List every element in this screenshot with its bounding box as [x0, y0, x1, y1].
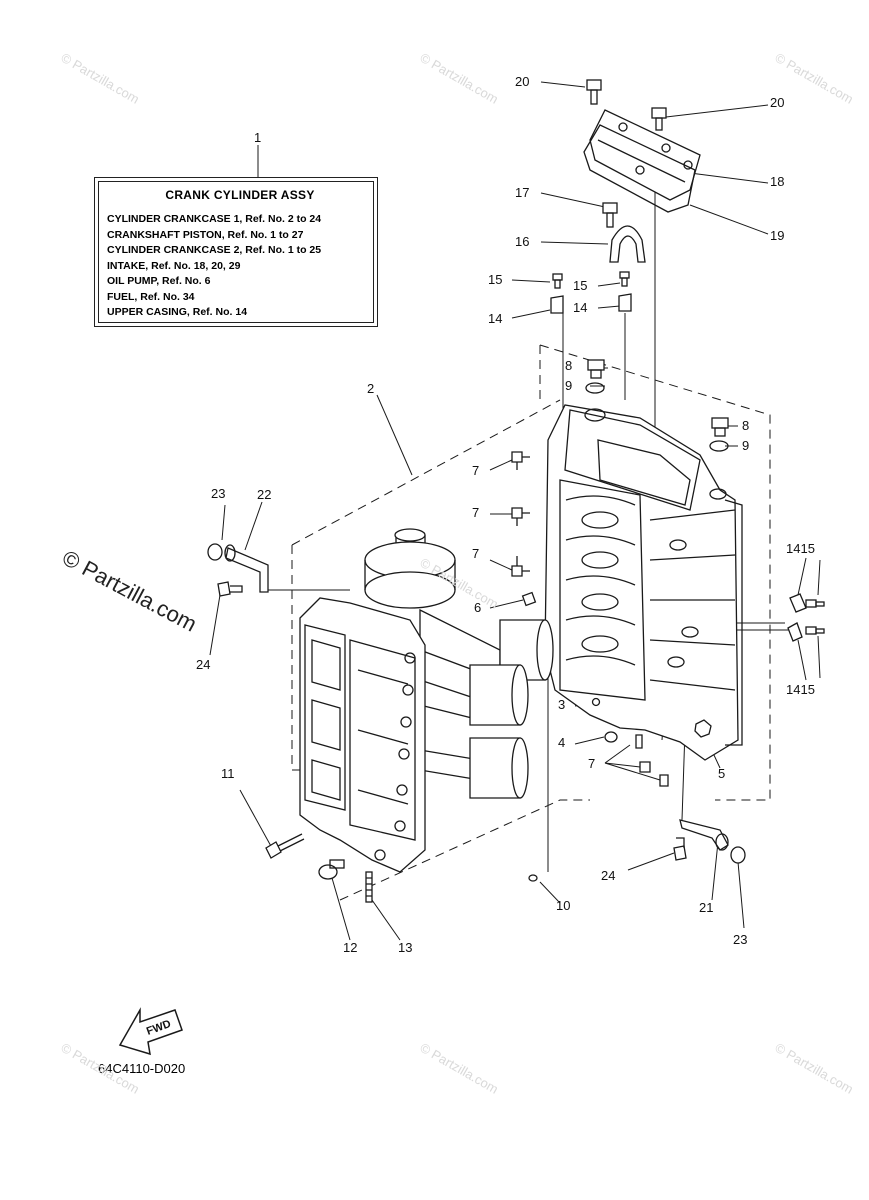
dowel-3	[591, 697, 601, 707]
clip-1415-lower	[787, 622, 825, 642]
clip-14-right	[618, 293, 632, 312]
callout-24: 24	[196, 657, 211, 672]
fwd-arrow-icon: FWD	[118, 1007, 183, 1056]
callout-14: 14	[573, 300, 588, 315]
callout-21: 21	[699, 900, 714, 915]
crankcase-block	[544, 404, 743, 761]
screw-15-left	[552, 273, 563, 289]
cap-23-left	[207, 543, 223, 561]
clip-1415-upper	[789, 593, 825, 613]
info-line: CRANKSHAFT PISTON, Ref. No. 1 to 27	[107, 228, 304, 241]
callout-14: 14	[488, 311, 503, 326]
cap-23-right	[730, 846, 746, 864]
callout-10: 10	[556, 898, 571, 913]
callout-7: 7	[588, 756, 596, 771]
info-line: FUEL, Ref. No. 34	[107, 290, 195, 303]
callout-2: 2	[367, 381, 375, 396]
plug-12	[318, 859, 345, 880]
info-box-title: CRANK CYLINDER ASSY	[165, 188, 315, 202]
callout-1415: 1415	[786, 682, 815, 697]
callout-15: 15	[573, 278, 588, 293]
info-line: OIL PUMP, Ref. No. 6	[107, 275, 211, 287]
callout-7: 7	[472, 463, 480, 478]
callout-23: 23	[211, 486, 226, 501]
screw-15-right	[619, 271, 630, 287]
callout-13: 13	[398, 940, 413, 955]
diagram-code: 64C4110-D020	[98, 1061, 186, 1076]
callout-23: 23	[733, 932, 748, 947]
callout-16: 16	[515, 234, 530, 249]
washer-9-left	[585, 382, 605, 394]
callout-20: 20	[515, 74, 530, 89]
callout-3: 3	[558, 697, 566, 712]
callout-12: 12	[343, 940, 358, 955]
callout-17: 17	[515, 185, 530, 200]
info-line: CYLINDER CRANKCASE 2, Ref. No. 1 to 25	[107, 244, 322, 256]
info-line: UPPER CASING, Ref. No. 14	[107, 306, 248, 318]
cylinder-block-left	[299, 597, 426, 873]
callout-5: 5	[718, 766, 726, 781]
callout-1415: 1415	[786, 541, 815, 556]
callout-1: 1	[254, 130, 262, 145]
info-line: CYLINDER CRANKCASE 1, Ref. No. 2 to 24	[107, 213, 322, 225]
bolt-20-right	[651, 107, 667, 131]
callout-7: 7	[472, 505, 480, 520]
callout-18: 18	[770, 174, 785, 189]
hose-22	[224, 544, 269, 593]
callout-15: 15	[488, 272, 503, 287]
bolt-24-right	[673, 837, 687, 861]
clip-14-left	[550, 295, 564, 314]
plug-8-right	[711, 417, 729, 437]
nipple-6	[521, 591, 537, 607]
callout-19: 19	[770, 228, 785, 243]
pin-10	[528, 874, 538, 882]
callout-6: 6	[474, 600, 482, 615]
plug-8-left	[587, 359, 605, 379]
stud-13	[365, 871, 373, 903]
callout-22: 22	[257, 487, 272, 502]
washer-9-right	[709, 440, 729, 452]
bolt-20-left	[586, 79, 602, 105]
callout-9: 9	[742, 438, 750, 453]
callout-20: 20	[770, 95, 785, 110]
pistons	[469, 619, 554, 799]
assembly-info-box: CRANK CYLINDER ASSY CYLINDER CRANKCASE 1…	[94, 177, 378, 327]
callout-8: 8	[565, 358, 573, 373]
clamp-16	[609, 225, 646, 263]
callout-9: 9	[565, 378, 573, 393]
callout-4: 4	[558, 735, 566, 750]
callout-8: 8	[742, 418, 750, 433]
callout-24: 24	[601, 868, 616, 883]
cylinder-head-cover	[583, 109, 701, 213]
bolt-24-left	[217, 581, 243, 597]
elbow-fitting-7	[511, 451, 669, 787]
info-line: INTAKE, Ref. No. 18, 20, 29	[107, 259, 241, 272]
plug-4	[604, 731, 618, 743]
callout-7: 7	[472, 546, 480, 561]
bolt-17	[602, 202, 618, 228]
hose-21	[679, 819, 729, 851]
bolt-11	[265, 833, 305, 859]
callout-11: 11	[221, 766, 235, 781]
nut-5	[694, 719, 712, 738]
